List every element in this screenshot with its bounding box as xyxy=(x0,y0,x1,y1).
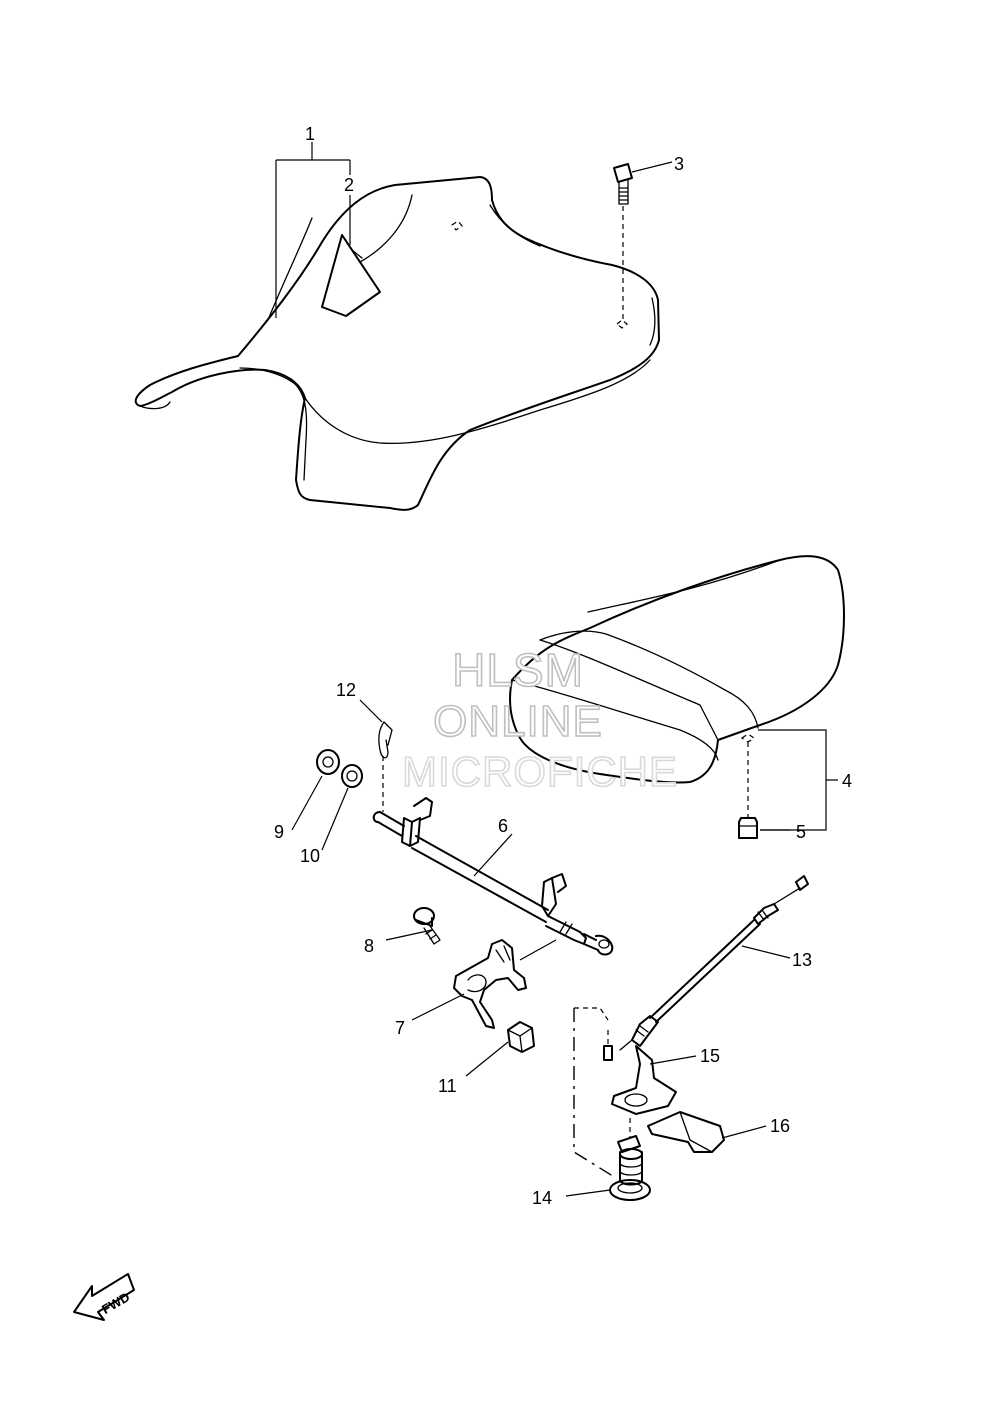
callout-12: 12 xyxy=(336,680,356,700)
callout-14: 14 xyxy=(532,1188,552,1208)
bolt-8 xyxy=(413,907,441,945)
lock-cylinder-14 xyxy=(609,1118,651,1201)
collar-9 xyxy=(316,749,340,775)
callout-7: 7 xyxy=(395,1018,405,1038)
callout-11: 11 xyxy=(438,1076,457,1096)
callout-13: 13 xyxy=(792,950,812,970)
callout-3: 3 xyxy=(674,154,684,174)
bolt-3 xyxy=(613,163,633,329)
watermark: HLSM ONLINE MICROFICHE xyxy=(401,643,678,796)
watermark-line-3: MICROFICHE xyxy=(402,748,678,795)
nut-5 xyxy=(738,817,758,839)
callout-2: 2 xyxy=(344,175,354,195)
pillion-seat xyxy=(509,555,845,818)
callout-1: 1 xyxy=(305,124,315,144)
callout-15: 15 xyxy=(700,1046,720,1066)
callout-16: 16 xyxy=(770,1116,790,1136)
fwd-arrow: FWD xyxy=(73,1273,135,1321)
lock-rod-6 xyxy=(372,797,614,956)
cable-13 xyxy=(619,875,809,1051)
leader-lines xyxy=(275,142,838,1197)
callout-8: 8 xyxy=(364,936,374,956)
rider-seat xyxy=(134,176,660,511)
callouts: 1 2 3 4 5 6 7 8 9 10 11 12 13 14 15 16 xyxy=(274,124,852,1208)
clip-12 xyxy=(378,721,393,812)
bracket-7 xyxy=(453,939,527,1029)
watermark-line-1: HLSM xyxy=(452,644,584,696)
callout-4: 4 xyxy=(842,771,852,791)
collar-10 xyxy=(341,764,363,788)
watermark-line-2: ONLINE xyxy=(433,697,603,746)
assembly-line-top xyxy=(574,1007,609,1021)
callout-5: 5 xyxy=(796,822,806,842)
damper-11 xyxy=(507,1021,535,1053)
callout-6: 6 xyxy=(498,816,508,836)
bracket-16 xyxy=(647,1111,725,1153)
cable-end-pin xyxy=(603,1030,613,1061)
callout-10: 10 xyxy=(300,846,320,866)
bracket-15 xyxy=(611,1045,677,1115)
callout-9: 9 xyxy=(274,822,284,842)
assembly-line xyxy=(573,1008,617,1179)
